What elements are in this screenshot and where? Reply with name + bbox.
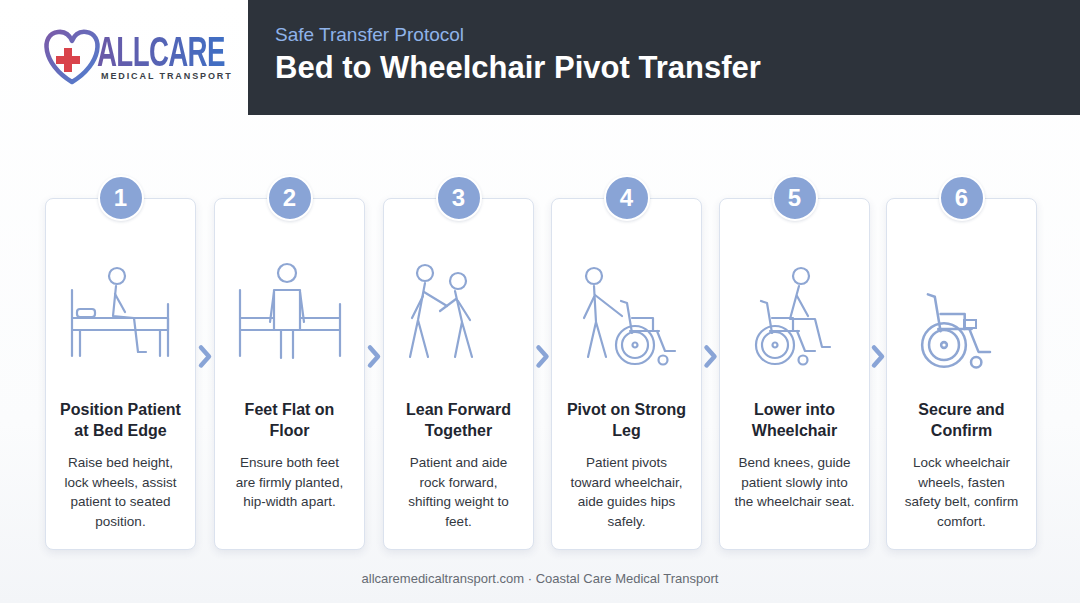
step-number: 2	[283, 184, 296, 212]
step-description: Raise bed height, lock wheels, assist pa…	[54, 453, 187, 531]
diagram-title: Bed to Wheelchair Pivot Transfer	[275, 50, 761, 86]
icon-stroke	[239, 290, 241, 356]
card-text: Secure and ConfirmLock wheelchair wheels…	[887, 399, 1036, 531]
card-text: Pivot on Strong LegPatient pivots toward…	[552, 399, 701, 531]
step-chevron	[539, 347, 547, 365]
step-number-circle: 2	[267, 175, 313, 221]
icon-stroke	[167, 304, 169, 356]
step-heading: Secure and Confirm	[895, 399, 1028, 441]
step-number-circle: 5	[772, 175, 818, 221]
card-text: Lower into WheelchairBend knees, guide p…	[720, 399, 869, 512]
step-description: Patient and aide rock forward, shifting …	[392, 453, 525, 531]
step-description: Ensure both feet are firmly planted, hip…	[223, 453, 356, 512]
step-heading: Lean Forward Together	[392, 399, 525, 441]
icon-stroke	[339, 304, 341, 356]
step-card: Lean Forward TogetherPatient and aide ro…	[383, 198, 534, 550]
step-description: Bend knees, guide patient slowly into th…	[728, 453, 861, 512]
step-card: Secure and ConfirmLock wheelchair wheels…	[886, 198, 1037, 550]
header-kicker: Safe Transfer Protocol	[275, 24, 464, 46]
step-number: 3	[452, 184, 465, 212]
logo-wordmark: ALLCARE	[97, 28, 225, 76]
card-text: Feet Flat on FloorEnsure both feet are f…	[215, 399, 364, 512]
icon-stroke	[270, 292, 304, 322]
step-number-circle: 1	[98, 175, 144, 221]
card-text: Position Patient at Bed EdgeRaise bed he…	[46, 399, 195, 531]
step-number-circle: 3	[436, 175, 482, 221]
step-card: Lower into WheelchairBend knees, guide p…	[719, 198, 870, 550]
step-heading: Feet Flat on Floor	[223, 399, 356, 441]
step-description: Patient pivots toward wheelchair, aide g…	[560, 453, 693, 531]
step-card: Position Patient at Bed EdgeRaise bed he…	[45, 198, 196, 550]
icon-stroke	[71, 290, 73, 356]
step-number: 4	[620, 184, 633, 212]
step-card: Feet Flat on FloorEnsure both feet are f…	[214, 198, 365, 550]
step-heading: Pivot on Strong Leg	[560, 399, 693, 441]
step-heading: Position Patient at Bed Edge	[54, 399, 187, 441]
step-description: Lock wheelchair wheels, fasten safety be…	[895, 453, 1028, 531]
footer-caption: allcaremedicaltransport.com · Coastal Ca…	[0, 571, 1080, 586]
step-number: 1	[114, 184, 127, 212]
icon-stroke	[46, 32, 97, 82]
icon-stroke	[56, 48, 80, 72]
step-number: 6	[955, 184, 968, 212]
step-number: 5	[788, 184, 801, 212]
step-number-circle: 4	[604, 175, 650, 221]
step-chevron	[874, 347, 882, 365]
step-chevron	[370, 347, 378, 365]
step-card: Pivot on Strong LegPatient pivots toward…	[551, 198, 702, 550]
icon-stroke	[274, 290, 300, 330]
logo-tagline: MEDICAL TRANSPORT	[101, 71, 233, 81]
card-text: Lean Forward TogetherPatient and aide ro…	[384, 399, 533, 531]
step-chevron	[201, 347, 209, 365]
step-number-circle: 6	[939, 175, 985, 221]
step-heading: Lower into Wheelchair	[728, 399, 861, 441]
step-chevron	[707, 347, 715, 365]
